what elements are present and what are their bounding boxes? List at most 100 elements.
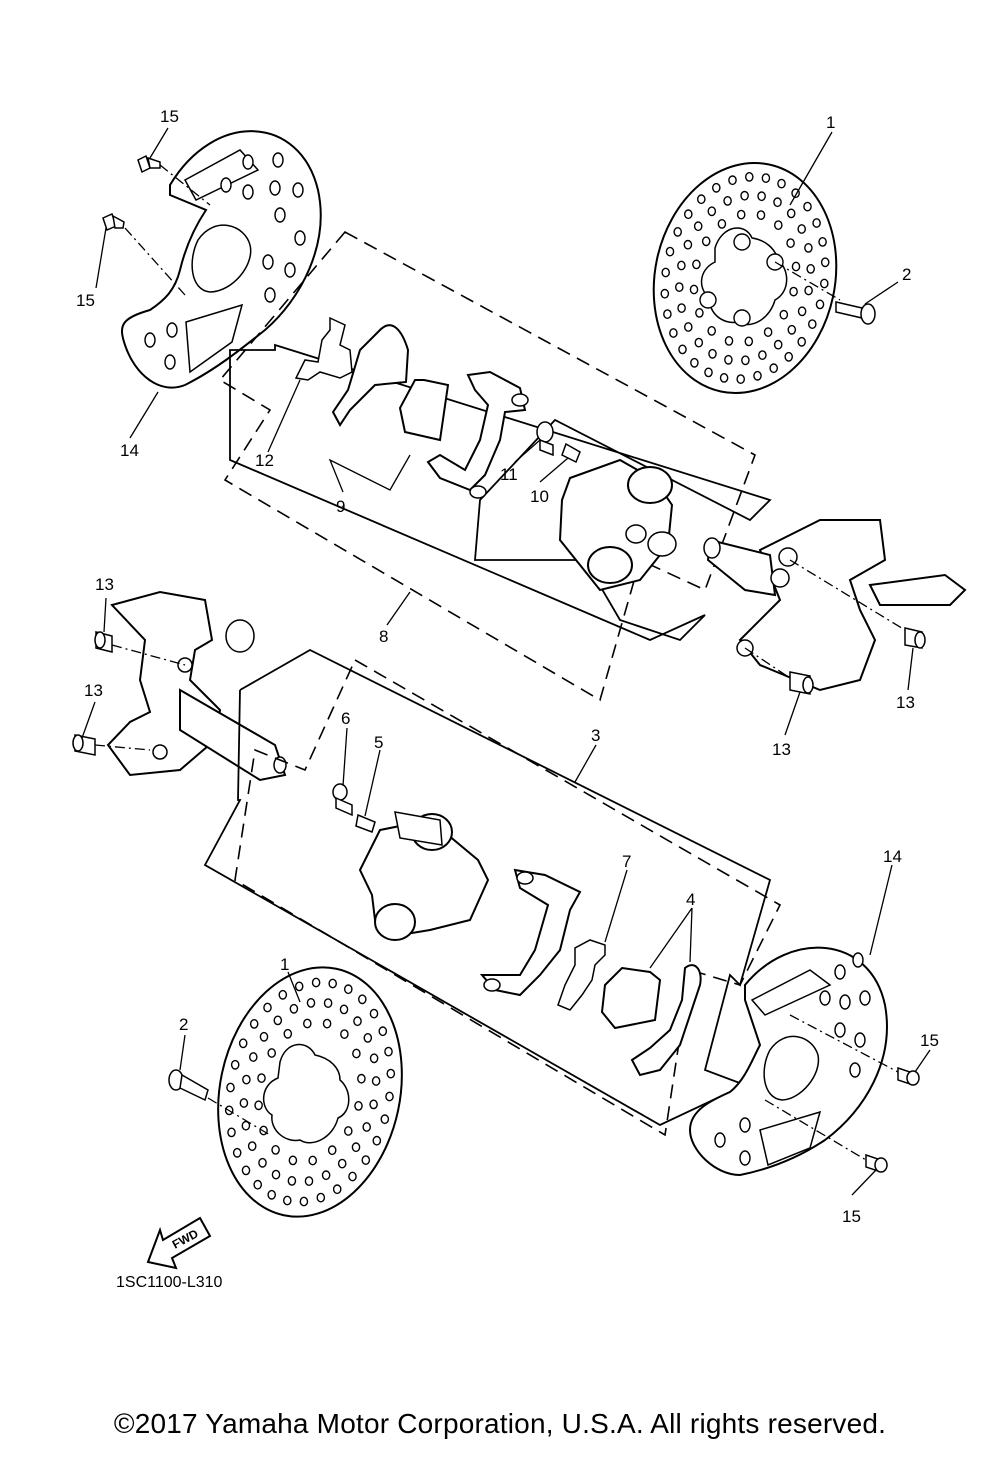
vent-hole	[322, 1018, 332, 1029]
brake-guard-top	[121, 130, 322, 389]
vent-hole	[328, 978, 338, 989]
vent-hole	[689, 284, 699, 295]
vent-hole	[786, 208, 796, 219]
vent-hole	[724, 354, 733, 365]
brake-disc-bottom-holes	[224, 977, 396, 1207]
vent-hole	[354, 1101, 363, 1111]
steering-knuckle-right	[703, 519, 967, 692]
vent-hole	[684, 209, 693, 220]
leader-lines	[81, 127, 931, 1196]
bleed-cap-top	[536, 421, 554, 457]
brake-pad-bottom	[600, 964, 702, 1077]
vent-hole	[808, 319, 817, 329]
vent-hole	[736, 374, 746, 384]
vent-hole	[820, 278, 829, 289]
vent-hole	[717, 218, 727, 229]
vent-hole	[363, 1033, 373, 1043]
vent-hole	[773, 339, 783, 350]
vent-hole	[701, 236, 711, 247]
vent-hole	[362, 1122, 372, 1132]
vent-hole	[763, 327, 773, 337]
vent-hole	[257, 1073, 266, 1084]
vent-hole	[712, 182, 721, 193]
vent-hole	[361, 1155, 371, 1166]
callout-11: 11	[500, 465, 518, 484]
vent-hole	[253, 1179, 263, 1190]
vent-hole	[694, 337, 704, 348]
vent-hole	[369, 1099, 378, 1110]
brake-disc-bottom	[217, 966, 403, 1218]
vent-hole	[695, 307, 704, 318]
vent-hole	[719, 372, 729, 383]
bleed-cap-bottom	[332, 783, 353, 817]
caliper-body-top	[558, 458, 677, 592]
vent-hole	[820, 257, 830, 268]
vent-hole	[332, 1184, 342, 1195]
vent-hole	[384, 1046, 393, 1057]
vent-hole	[789, 286, 798, 297]
guard-screw-bottom-b	[865, 1153, 888, 1173]
vent-hole	[258, 1157, 267, 1168]
vent-hole	[812, 218, 821, 228]
vent-hole	[386, 1068, 396, 1079]
vent-hole	[761, 173, 771, 184]
callout-2: 2	[902, 265, 911, 284]
vent-hole	[791, 261, 801, 272]
callout-4: 4	[686, 890, 695, 909]
copyright-notice: ©2017 Yamaha Motor Corporation, U.S.A. A…	[113, 1408, 887, 1439]
vent-hole	[741, 355, 750, 366]
vent-hole	[804, 242, 813, 253]
vent-hole	[273, 1015, 283, 1026]
vent-hole	[372, 1135, 382, 1146]
vent-hole	[232, 1147, 242, 1158]
vent-hole	[797, 224, 807, 234]
vent-hole	[343, 1126, 353, 1136]
callout-labels: 15 15 14 1 2 12 9 11 10 8 13 13 13 13 6 …	[76, 107, 939, 1226]
vent-hole	[804, 285, 813, 296]
vent-hole	[340, 1029, 349, 1040]
brake-disc-top-holes	[660, 171, 830, 384]
vent-hole	[369, 1008, 379, 1019]
vent-hole	[227, 1127, 236, 1138]
vent-hole	[756, 210, 766, 221]
vent-hole	[239, 1098, 249, 1108]
bleed-screw-top	[561, 442, 581, 464]
vent-hole	[316, 1192, 326, 1203]
callout-5: 5	[374, 733, 383, 752]
vent-hole	[282, 1195, 292, 1206]
callout-10: 10	[530, 487, 549, 506]
vent-hole	[673, 226, 683, 237]
bleed-screw-bottom	[355, 813, 376, 833]
vent-hole	[758, 350, 767, 360]
vent-hole	[371, 1076, 381, 1086]
vent-hole	[692, 259, 701, 270]
vent-hole	[294, 981, 304, 992]
knuckle-bolt-left-upper	[94, 631, 113, 653]
vent-hole	[683, 239, 693, 250]
vent-hole	[774, 220, 783, 231]
drawing-code: 1SC1100-L310	[116, 1274, 223, 1291]
vent-hole	[352, 1048, 361, 1059]
callout-15: 15	[842, 1207, 861, 1226]
vent-hole	[697, 194, 706, 205]
vent-hole	[249, 1019, 259, 1029]
knuckle-bolt-right-a	[904, 627, 926, 649]
vent-hole	[660, 288, 670, 299]
vent-hole	[740, 190, 749, 201]
vent-hole	[271, 1169, 281, 1180]
vent-hole	[226, 1082, 235, 1093]
callout-15: 15	[160, 107, 179, 126]
caliper-assy-bottom-outline	[234, 658, 782, 1137]
vent-hole	[777, 178, 786, 189]
vent-hole	[797, 306, 807, 317]
vent-hole	[724, 335, 734, 346]
vent-hole	[665, 246, 675, 257]
vent-hole	[311, 977, 321, 988]
vent-hole	[289, 1003, 299, 1014]
vent-hole	[241, 1165, 251, 1176]
vent-hole	[661, 267, 671, 278]
vent-hole	[238, 1038, 248, 1049]
fwd-arrow-icon: FWD	[146, 1216, 212, 1270]
vent-hole	[306, 998, 316, 1008]
guard-screw-top-a	[137, 154, 161, 174]
